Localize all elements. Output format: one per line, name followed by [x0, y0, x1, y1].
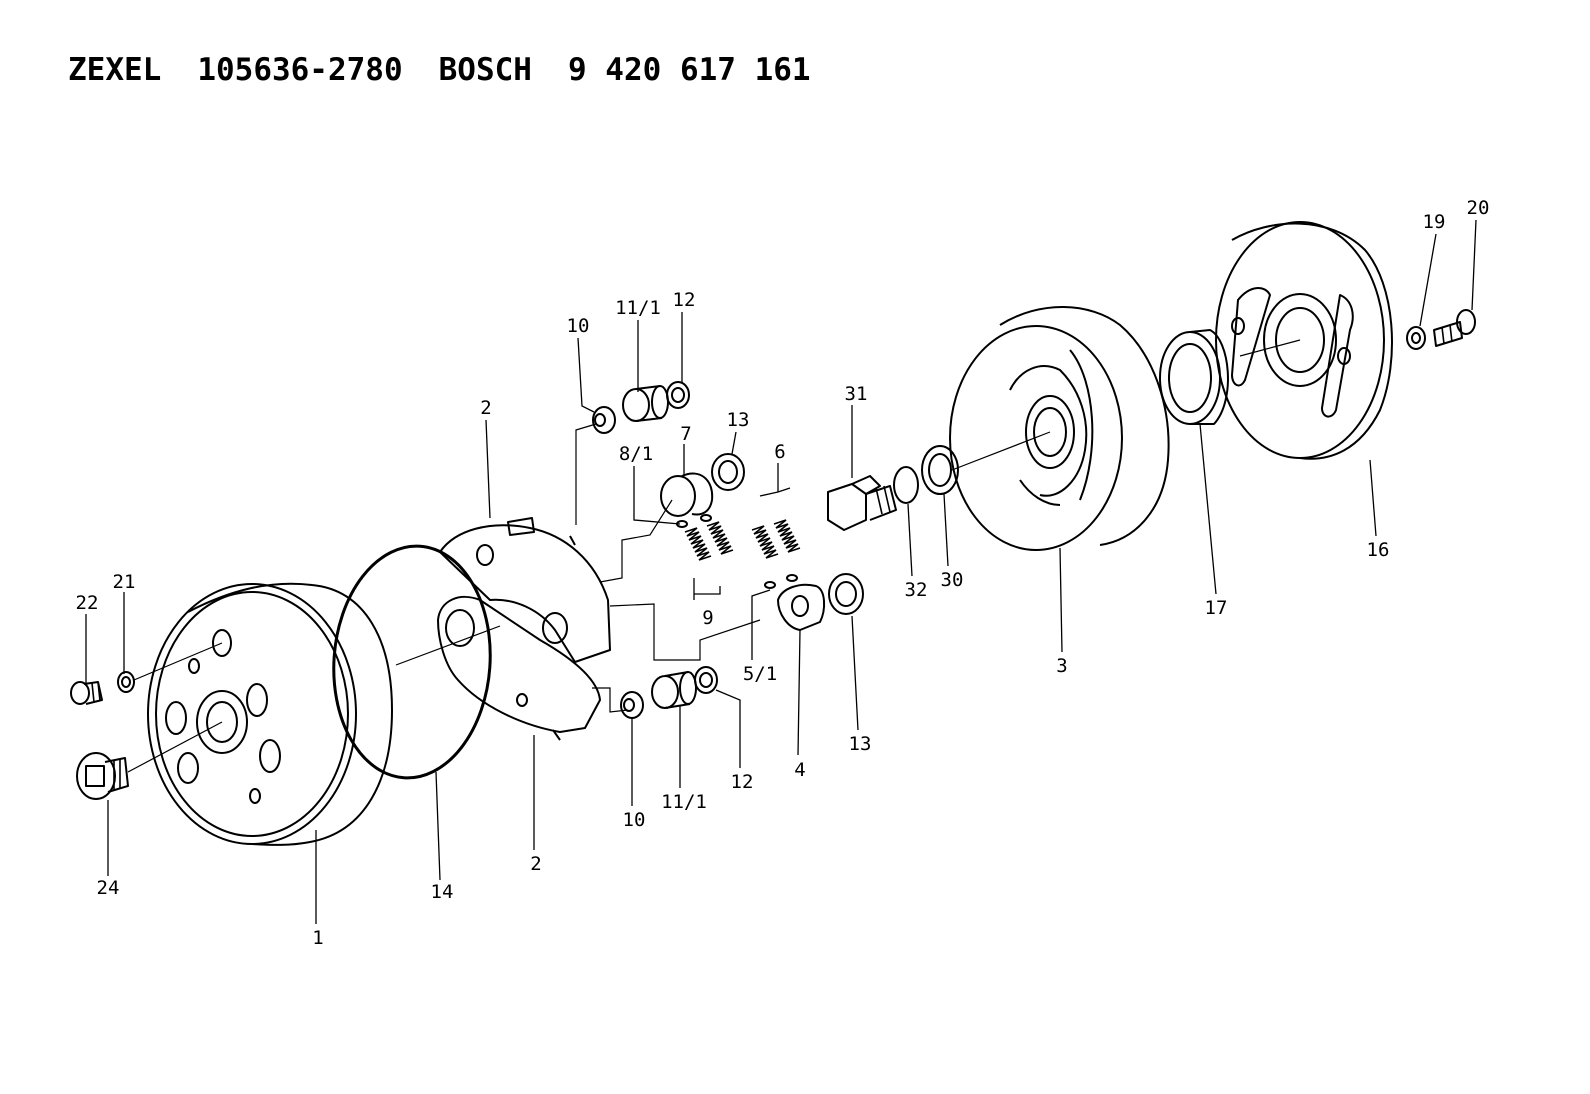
callout-1: 1	[312, 927, 323, 949]
callout-2-lower: 2	[530, 853, 541, 875]
callout-7: 7	[680, 423, 691, 445]
assembly-axes	[127, 339, 1301, 773]
part-7-cam-bush[interactable]	[660, 472, 714, 517]
callout-11-1-lower: 11/1	[661, 791, 707, 813]
bosch-part-number: 9 420 617 161	[567, 52, 811, 88]
callout-31: 31	[845, 383, 868, 405]
part-24-plug[interactable]	[76, 752, 129, 800]
callout-21: 21	[113, 571, 136, 593]
part-22-bolt[interactable]	[70, 681, 103, 705]
part-14-o-ring[interactable]	[326, 541, 498, 783]
brand-bosch: BOSCH	[438, 52, 532, 88]
callout-8-1: 8/1	[619, 443, 653, 465]
callout-32: 32	[905, 579, 928, 601]
callout-12-lower: 12	[731, 771, 754, 793]
part-6-springs[interactable]	[751, 519, 801, 559]
callout-6: 6	[774, 441, 785, 463]
callout-30: 30	[941, 569, 964, 591]
callout-14: 14	[431, 881, 454, 903]
part-4-cam-bush[interactable]	[777, 583, 826, 631]
part-21-washer[interactable]	[117, 671, 135, 693]
part-32-o-ring[interactable]	[893, 466, 919, 504]
part-2-flyweight-upper[interactable]	[439, 517, 611, 663]
callout-13-lower: 13	[849, 733, 872, 755]
diagram-header: ZEXEL 105636-2780 BOSCH 9 420 617 161	[68, 52, 811, 88]
part-2-flyweight-lower[interactable]	[437, 595, 601, 741]
part-5-1-shims[interactable]	[764, 574, 798, 589]
callout-16: 16	[1367, 539, 1390, 561]
callout-10-lower: 10	[623, 809, 646, 831]
part-17-bearing[interactable]	[1159, 329, 1229, 425]
leader-lines	[85, 219, 1477, 924]
part-19-washer[interactable]	[1406, 326, 1426, 350]
part-13-ring-upper[interactable]	[711, 453, 745, 491]
callout-20: 20	[1467, 197, 1490, 219]
part-13-ring-lower[interactable]	[828, 573, 864, 615]
part-10-bushing-upper[interactable]	[592, 406, 616, 434]
callout-19: 19	[1423, 211, 1446, 233]
callout-11-1-upper: 11/1	[615, 297, 661, 319]
callout-2-upper: 2	[480, 397, 491, 419]
part-9-springs[interactable]	[684, 521, 734, 561]
callout-13-upper: 13	[727, 409, 750, 431]
callout-3: 3	[1056, 655, 1067, 677]
part-16-cover-plate[interactable]	[1215, 221, 1393, 460]
part-10-bushing-lower[interactable]	[620, 691, 644, 719]
part-30-seal[interactable]	[921, 445, 959, 495]
brand-zexel: ZEXEL	[68, 52, 162, 88]
part-11-1-sleeve-upper[interactable]	[622, 385, 669, 422]
part-20-bolt[interactable]	[1433, 309, 1476, 347]
callout-24: 24	[97, 877, 120, 899]
part-1-housing[interactable]	[147, 582, 393, 846]
part-3-timer-housing[interactable]	[949, 306, 1170, 551]
callout-10-upper: 10	[567, 315, 590, 337]
callout-9: 9	[702, 607, 713, 629]
callout-22: 22	[76, 592, 99, 614]
part-12-ring-lower[interactable]	[694, 666, 718, 694]
callout-labels: 22 21 24 1 14 2 2 10 11/1 12 7 13 8/1 6 …	[76, 197, 1490, 949]
callout-17: 17	[1205, 597, 1228, 619]
part-12-ring-upper[interactable]	[666, 381, 690, 409]
callout-5-1: 5/1	[743, 663, 777, 685]
part-8-1-shims[interactable]	[676, 514, 712, 528]
part-11-1-sleeve-lower[interactable]	[651, 671, 697, 709]
part-31-valve[interactable]	[827, 475, 897, 531]
zexel-part-number: 105636-2780	[197, 52, 403, 88]
callout-4: 4	[794, 759, 805, 781]
callout-12-upper: 12	[673, 289, 696, 311]
